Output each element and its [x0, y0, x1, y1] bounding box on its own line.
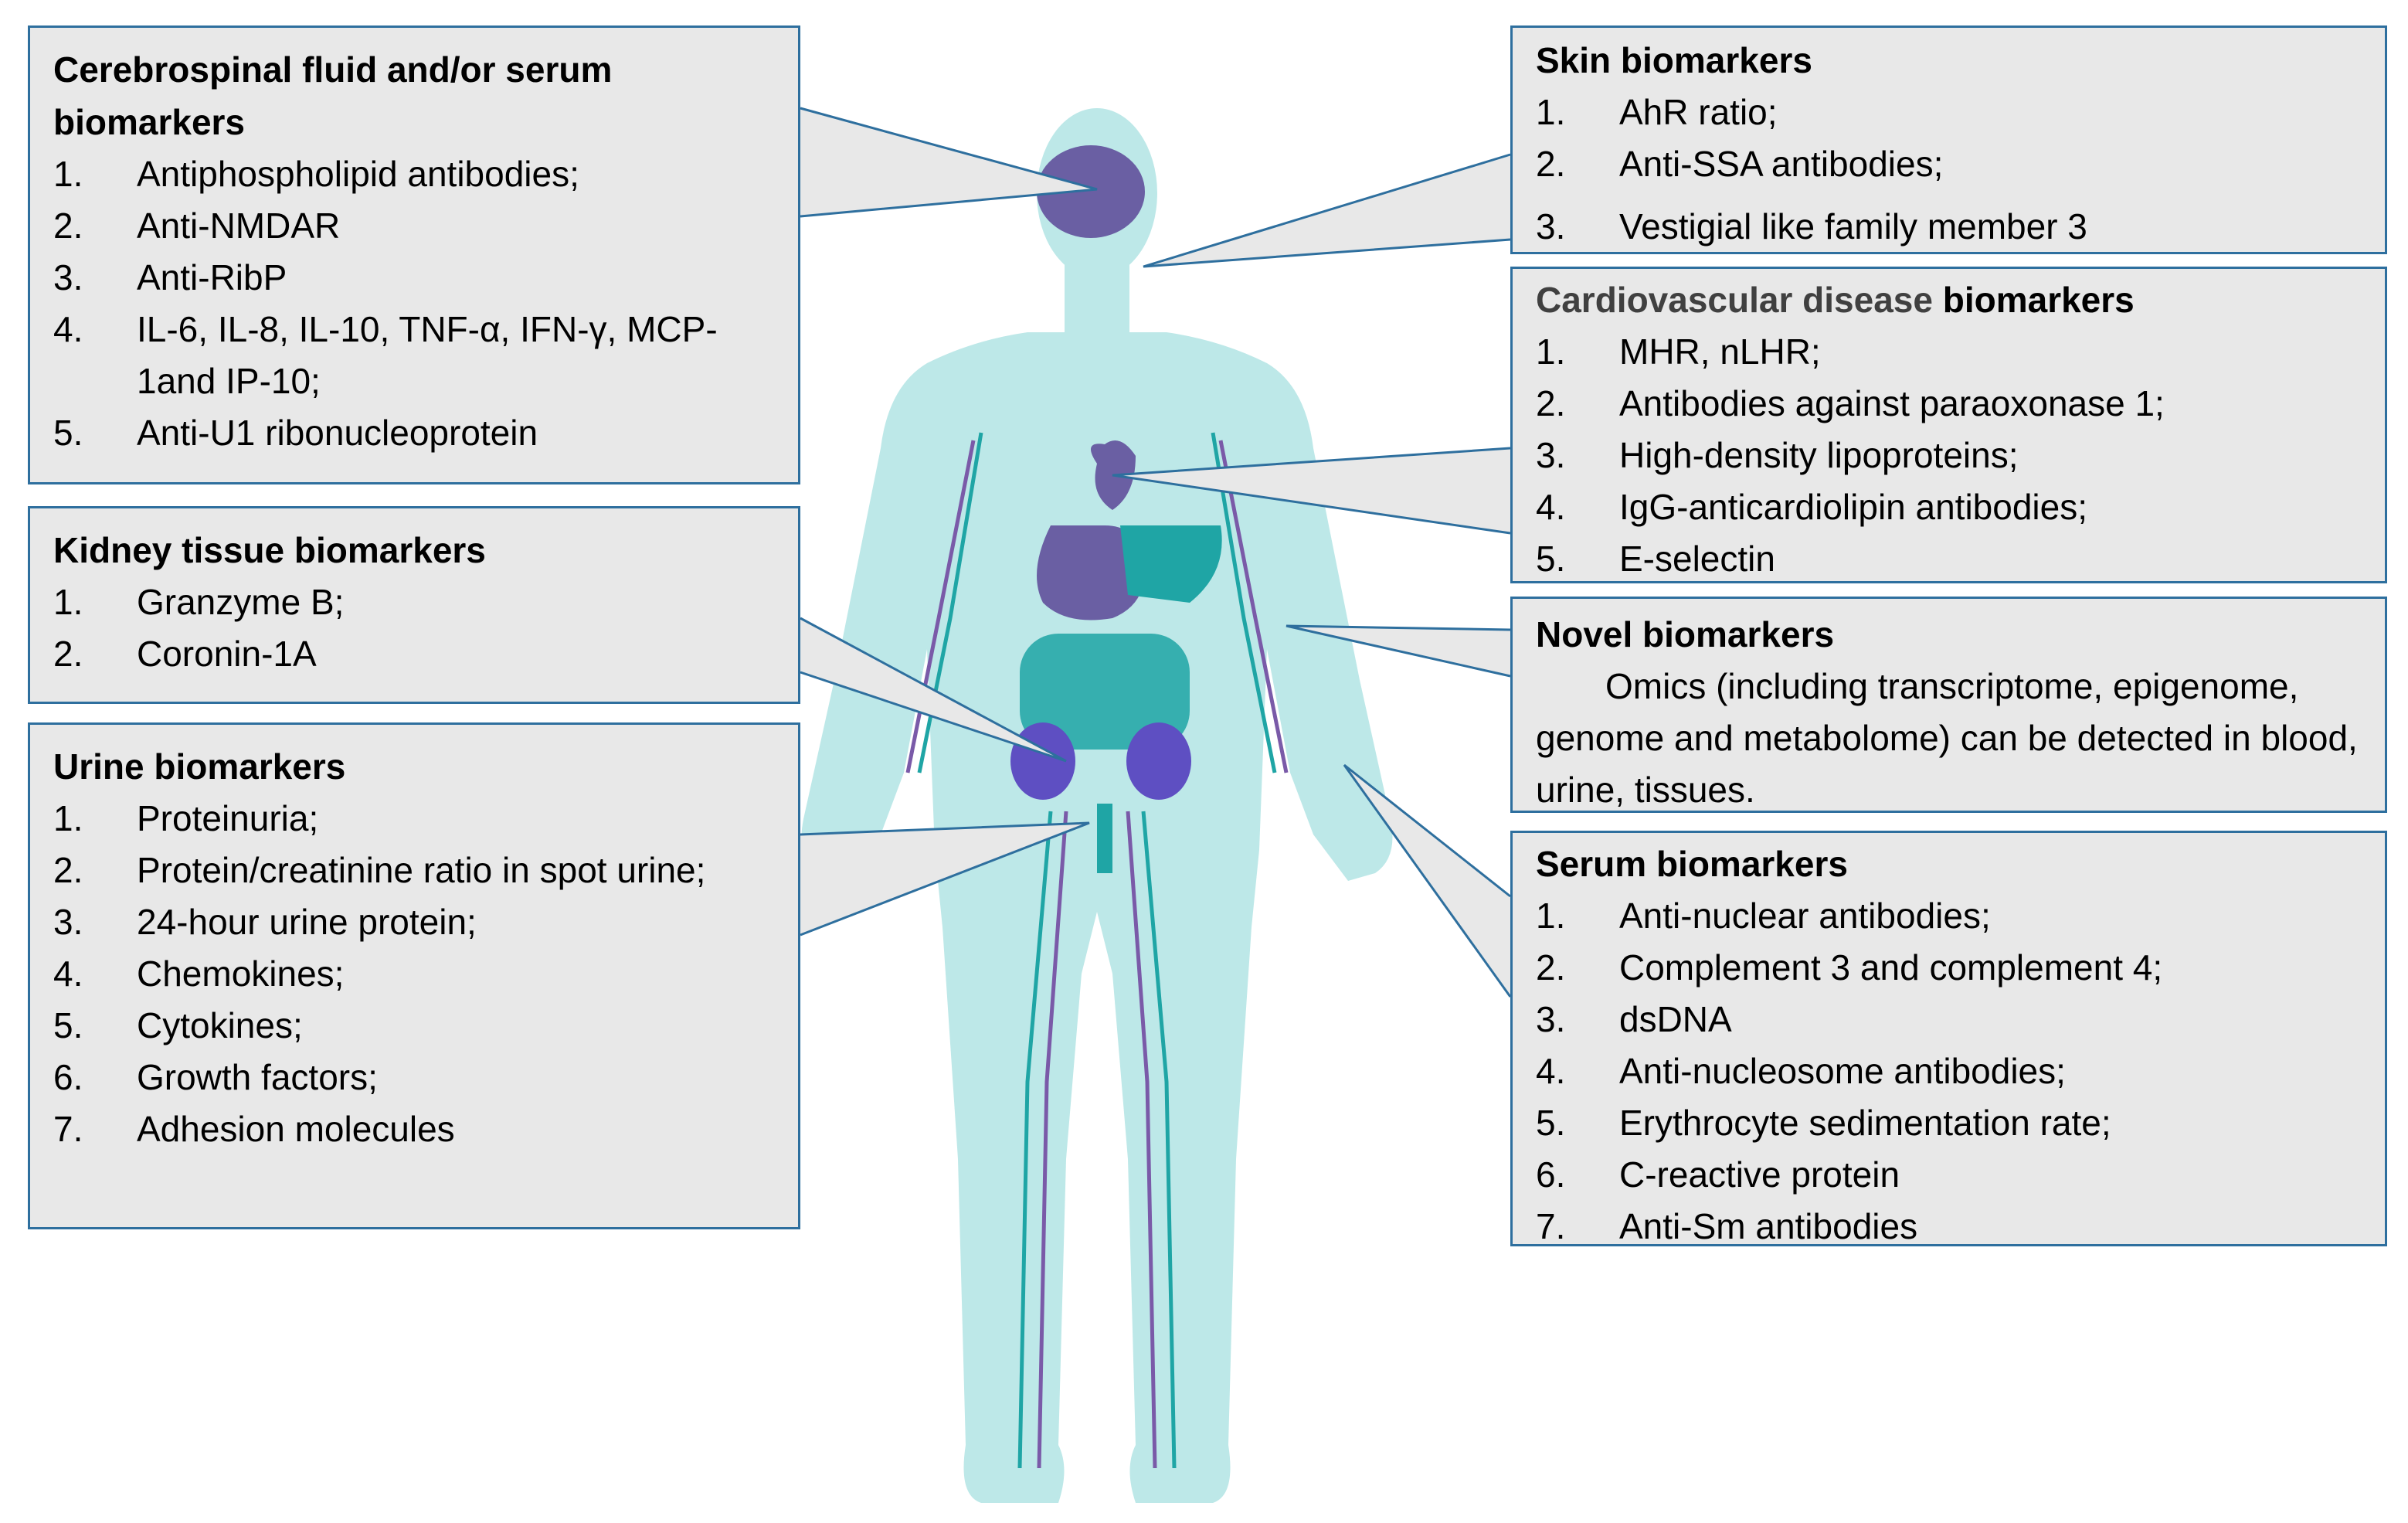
- list-item: 4.IgG-anticardiolipin antibodies;: [1536, 487, 2088, 527]
- box-title: Kidney tissue biomarkers: [53, 530, 486, 570]
- list-item: 6.C-reactive protein: [1536, 1154, 1900, 1195]
- kidney-tissue-biomarkers-box: Kidney tissue biomarkers 1.Granzyme B; 2…: [28, 506, 800, 704]
- list-item: 7.Anti-Sm antibodies: [1536, 1206, 1918, 1246]
- novel-biomarkers-box: Novel biomarkers Omics (including transc…: [1510, 597, 2387, 813]
- list-item: 2.Antibodies against paraoxonase 1;: [1536, 383, 2165, 423]
- list-item: 4.IL-6, IL-8, IL-10, TNF-α, IFN-γ, MCP-1…: [53, 309, 718, 401]
- box-title: Cardiovascular disease biomarkers: [1536, 280, 2135, 320]
- list-item: 2.Protein/creatinine ratio in spot urine…: [53, 850, 706, 890]
- list-item: 3.dsDNA: [1536, 999, 1732, 1039]
- box-title: Serum biomarkers: [1536, 844, 1848, 884]
- list-item: 1.MHR, nLHR;: [1536, 331, 1821, 372]
- list-item: 6.Growth factors;: [53, 1057, 378, 1097]
- brain-organ: [1037, 145, 1145, 238]
- box-title: Novel biomarkers: [1536, 614, 1835, 654]
- list-item: 3.24-hour urine protein;: [53, 902, 477, 942]
- list-item: 5.Anti-U1 ribonucleoprotein: [53, 413, 538, 453]
- list-item: 5.E-selectin: [1536, 539, 1775, 579]
- urine-biomarkers-box: Urine biomarkers 1.Proteinuria; 2.Protei…: [28, 722, 800, 1229]
- list-item: 1.Granzyme B;: [53, 582, 345, 622]
- skin-biomarkers-box: Skin biomarkers 1.AhR ratio; 2.Anti-SSA …: [1510, 25, 2387, 254]
- list-item: 1.AhR ratio;: [1536, 92, 1778, 132]
- list-item: 1.Antiphospholipid antibodies;: [53, 154, 579, 194]
- list-item: 4.Anti-nucleosome antibodies;: [1536, 1051, 2066, 1091]
- bladder-organ: [1097, 804, 1112, 873]
- liver-organ: [1120, 525, 1222, 603]
- stomach-organ: [1037, 525, 1145, 620]
- box-title: Urine biomarkers: [53, 746, 346, 787]
- kidney-right-organ: [1126, 722, 1191, 800]
- list-item: 5.Cytokines;: [53, 1005, 303, 1045]
- list-item: 2.Anti-NMDAR: [53, 206, 341, 246]
- csf-biomarkers-box: Cerebrospinal fluid and/or serum biomark…: [28, 25, 800, 484]
- list-item: 5.Erythrocyte sedimentation rate;: [1536, 1103, 2111, 1143]
- cardiovascular-biomarkers-box: Cardiovascular disease biomarkers 1.MHR,…: [1510, 267, 2387, 583]
- novel-biomarkers-text: Omics (including transcriptome, epigenom…: [1536, 666, 2358, 810]
- list-item: 2.Coronin-1A: [53, 634, 317, 674]
- list-item: 2.Complement 3 and complement 4;: [1536, 947, 2163, 988]
- intestines-organ: [1020, 634, 1190, 750]
- blood-vessels: [905, 432, 1289, 1469]
- list-item: 2.Anti-SSA antibodies;: [1536, 144, 1944, 184]
- list-item: 7.Adhesion molecules: [53, 1109, 455, 1149]
- list-item: 1.Proteinuria;: [53, 798, 319, 838]
- callout-wedges: [800, 107, 1512, 998]
- list-item: 1.Anti-nuclear antibodies;: [1536, 896, 1991, 936]
- list-item: 3.Anti-RibP: [53, 257, 287, 297]
- list-item: 4.Chemokines;: [53, 954, 345, 994]
- serum-biomarkers-box: Serum biomarkers 1.Anti-nuclear antibodi…: [1510, 831, 2387, 1246]
- list-item: 3.High-density lipoproteins;: [1536, 435, 2019, 475]
- box-title: Skin biomarkers: [1536, 40, 1812, 80]
- box-title: Cerebrospinal fluid and/or serum biomark…: [53, 49, 613, 142]
- list-item: 3.Vestigial like family member 3: [1536, 206, 2087, 246]
